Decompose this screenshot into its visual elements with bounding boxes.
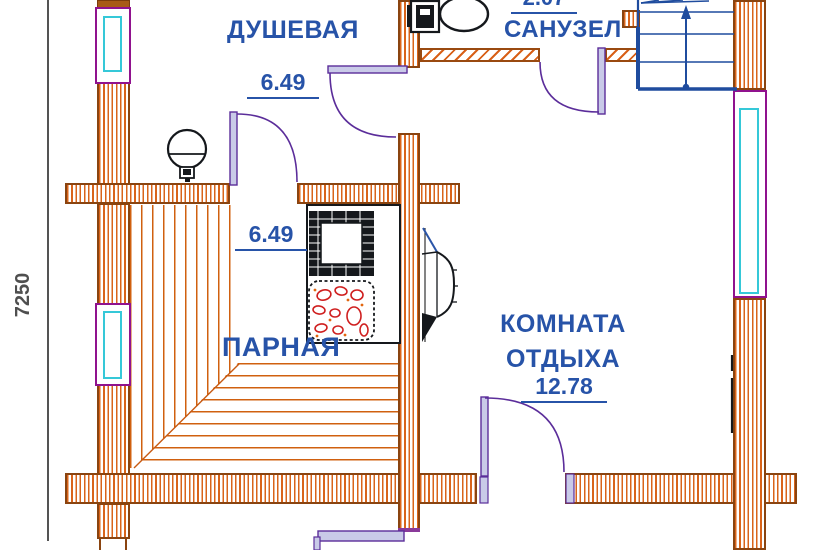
door-bottom-entrance [313, 530, 405, 550]
room-area-steam: 6.49 [235, 221, 307, 251]
wall-wc-partition-right [605, 48, 640, 62]
room-label-steam: ПАРНАЯ [222, 332, 341, 362]
wall-central-cap [398, 528, 420, 532]
wall-left-4 [97, 503, 130, 539]
dimension-line [47, 0, 49, 541]
door-wc [539, 47, 606, 115]
stair-direction-arrow [681, 5, 691, 91]
room-area-rest: 12.78 [521, 373, 607, 403]
water-heater [166, 128, 208, 182]
wall-left-1 [97, 82, 130, 185]
room-label-rest-line2: ОТДЫХА [505, 345, 621, 373]
wall-left-2 [97, 203, 130, 305]
room-label-rest: КОМНАТА ОТДЫХА [492, 307, 634, 377]
staircase [636, 0, 737, 91]
room-area-shower: 6.49 [247, 69, 319, 99]
door-shower-hall [327, 65, 408, 138]
window-left-upper [95, 7, 131, 84]
sauna-stove [306, 204, 401, 344]
window-glass [103, 16, 122, 72]
stair-newel-post [622, 10, 640, 28]
room-label-rest-line1: КОМНАТА [500, 310, 626, 338]
wall-left-3 [97, 384, 130, 475]
wall-wc-partition-left [420, 48, 540, 62]
wall-steam-north-right [297, 183, 460, 204]
wall-steam-north-left [65, 183, 230, 204]
room-label-shower: ДУШЕВАЯ [227, 16, 359, 44]
stove-firebox-door [421, 227, 458, 342]
wall-central-main [398, 133, 420, 531]
wall-central-top [398, 0, 420, 68]
room-area-wc: 2.07 [511, 0, 577, 14]
door-rest-room [479, 396, 575, 504]
wall-right-top [733, 0, 766, 90]
window-glass [103, 311, 122, 379]
room-label-wc: САНУЗЕЛ [504, 16, 622, 43]
door-steam-room [229, 111, 298, 186]
window-glass [739, 108, 759, 294]
dimension-7250: 7250 [12, 272, 34, 318]
wall-left-stub [99, 539, 127, 550]
wall-right-bottom [733, 298, 766, 550]
window-left-lower [95, 303, 131, 386]
window-right [733, 90, 767, 298]
